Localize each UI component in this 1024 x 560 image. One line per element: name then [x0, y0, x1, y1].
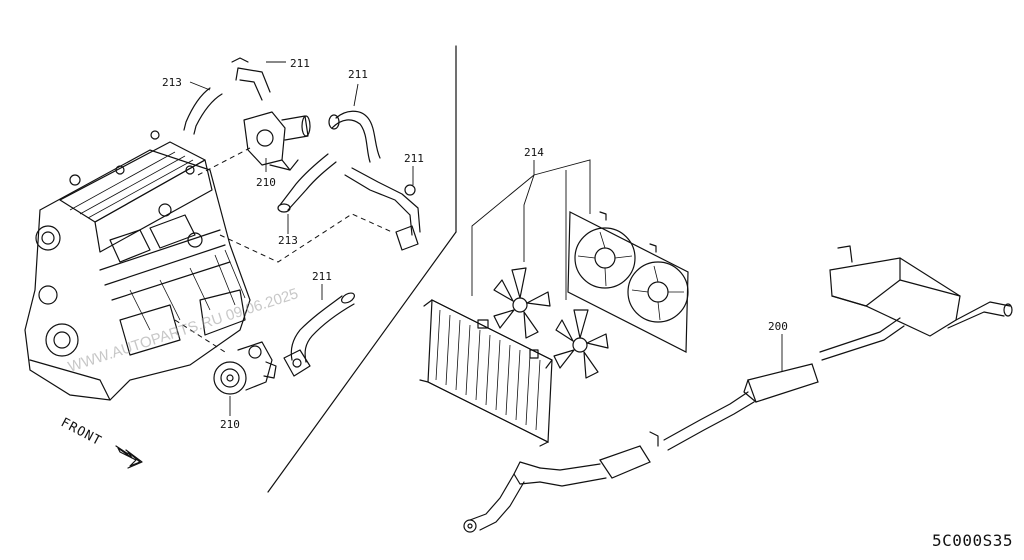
leader-214-fan-left — [523, 174, 535, 262]
water-pump — [213, 341, 277, 395]
dash-link-lower — [219, 213, 393, 263]
diagram-code: 5C000S35 — [932, 531, 1013, 550]
lower-hose — [283, 292, 355, 377]
callout-214: 214 — [524, 146, 544, 159]
fan-blade-right — [553, 309, 609, 379]
leader-214-shroud — [533, 159, 591, 214]
callout-210-lower: 210 — [220, 418, 240, 431]
fan-blade-left — [493, 267, 551, 339]
callout-213-top: 213 — [162, 76, 182, 89]
callout-211-top: 211 — [290, 57, 310, 70]
leader-214-radiator — [471, 160, 535, 296]
dash-link-upper — [197, 147, 251, 176]
section-divider-diagonal — [267, 231, 457, 493]
callout-213-lower: 213 — [278, 234, 298, 247]
dash-link-pump — [174, 319, 226, 353]
radiator — [419, 299, 553, 447]
fan-shroud — [567, 211, 689, 353]
callout-200: 200 — [768, 320, 788, 333]
callout-211-right: 211 — [404, 152, 424, 165]
front-label: FRONT — [58, 415, 104, 449]
front-arrow-icon — [115, 445, 143, 469]
callout-211-lower: 211 — [312, 270, 332, 283]
engine-block — [24, 130, 251, 401]
callout-211-mid: 211 — [348, 68, 368, 81]
exhaust-system — [463, 245, 1013, 533]
leader-211-mid — [353, 83, 359, 107]
leader-213-top — [189, 81, 211, 91]
heater-hoses — [277, 110, 421, 251]
callout-210-upper: 210 — [256, 176, 276, 189]
water-outlet — [183, 57, 311, 171]
